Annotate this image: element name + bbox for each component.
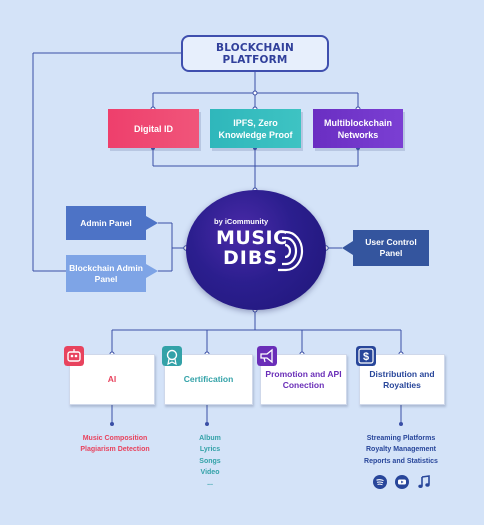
ai-items-list: Music Composition Plagiarism Detection bbox=[60, 433, 170, 456]
core-brand-music: MUSIC bbox=[216, 227, 288, 249]
certification-items-list: Album Lyrics Songs Video ... bbox=[180, 433, 240, 489]
core-brand-dibs: DIBS bbox=[223, 247, 279, 269]
list-item: Album bbox=[199, 435, 221, 442]
music-note-icon bbox=[418, 475, 430, 488]
multiblockchain-box: Multiblockchain Networks bbox=[313, 109, 403, 148]
admin-panel-box: Admin Panel bbox=[66, 206, 146, 240]
certificate-icon bbox=[162, 346, 182, 366]
list-item: Streaming Platforms bbox=[366, 435, 436, 442]
list-item: Plagiarism Detection bbox=[80, 446, 150, 454]
list-item: Music Composition bbox=[82, 435, 148, 442]
spotify-icon bbox=[373, 475, 387, 489]
list-item: Songs bbox=[199, 457, 221, 465]
youtube-icon bbox=[395, 475, 409, 489]
ipfs-box: IPFS, Zero Knowledge Proof bbox=[210, 109, 301, 148]
list-item: Reports and Statistics bbox=[364, 457, 438, 465]
svg-text:$: $ bbox=[363, 351, 369, 363]
music-dibs-core: by iCommunity MUSIC DIBS bbox=[186, 190, 326, 310]
robot-icon bbox=[64, 346, 84, 366]
list-item: Royalty Management bbox=[365, 446, 437, 454]
core-byline: by iCommunity bbox=[214, 217, 269, 226]
distribution-items-list: Streaming Platforms Royalty Management R… bbox=[346, 433, 456, 467]
list-item: Video bbox=[200, 468, 220, 476]
dollar-icon: $ bbox=[356, 346, 376, 366]
megaphone-icon bbox=[257, 346, 277, 366]
user-control-panel-box: User Control Panel bbox=[353, 230, 429, 266]
fingerprint-icon bbox=[278, 230, 304, 272]
list-item: Lyrics bbox=[199, 446, 221, 454]
digital-id-box: Digital ID bbox=[108, 109, 199, 148]
blockchain-platform-title: BLOCKCHAIN PLATFORM bbox=[181, 35, 329, 72]
list-item: ... bbox=[207, 480, 213, 488]
blockchain-admin-panel-box: Blockchain Admin Panel bbox=[66, 255, 146, 292]
